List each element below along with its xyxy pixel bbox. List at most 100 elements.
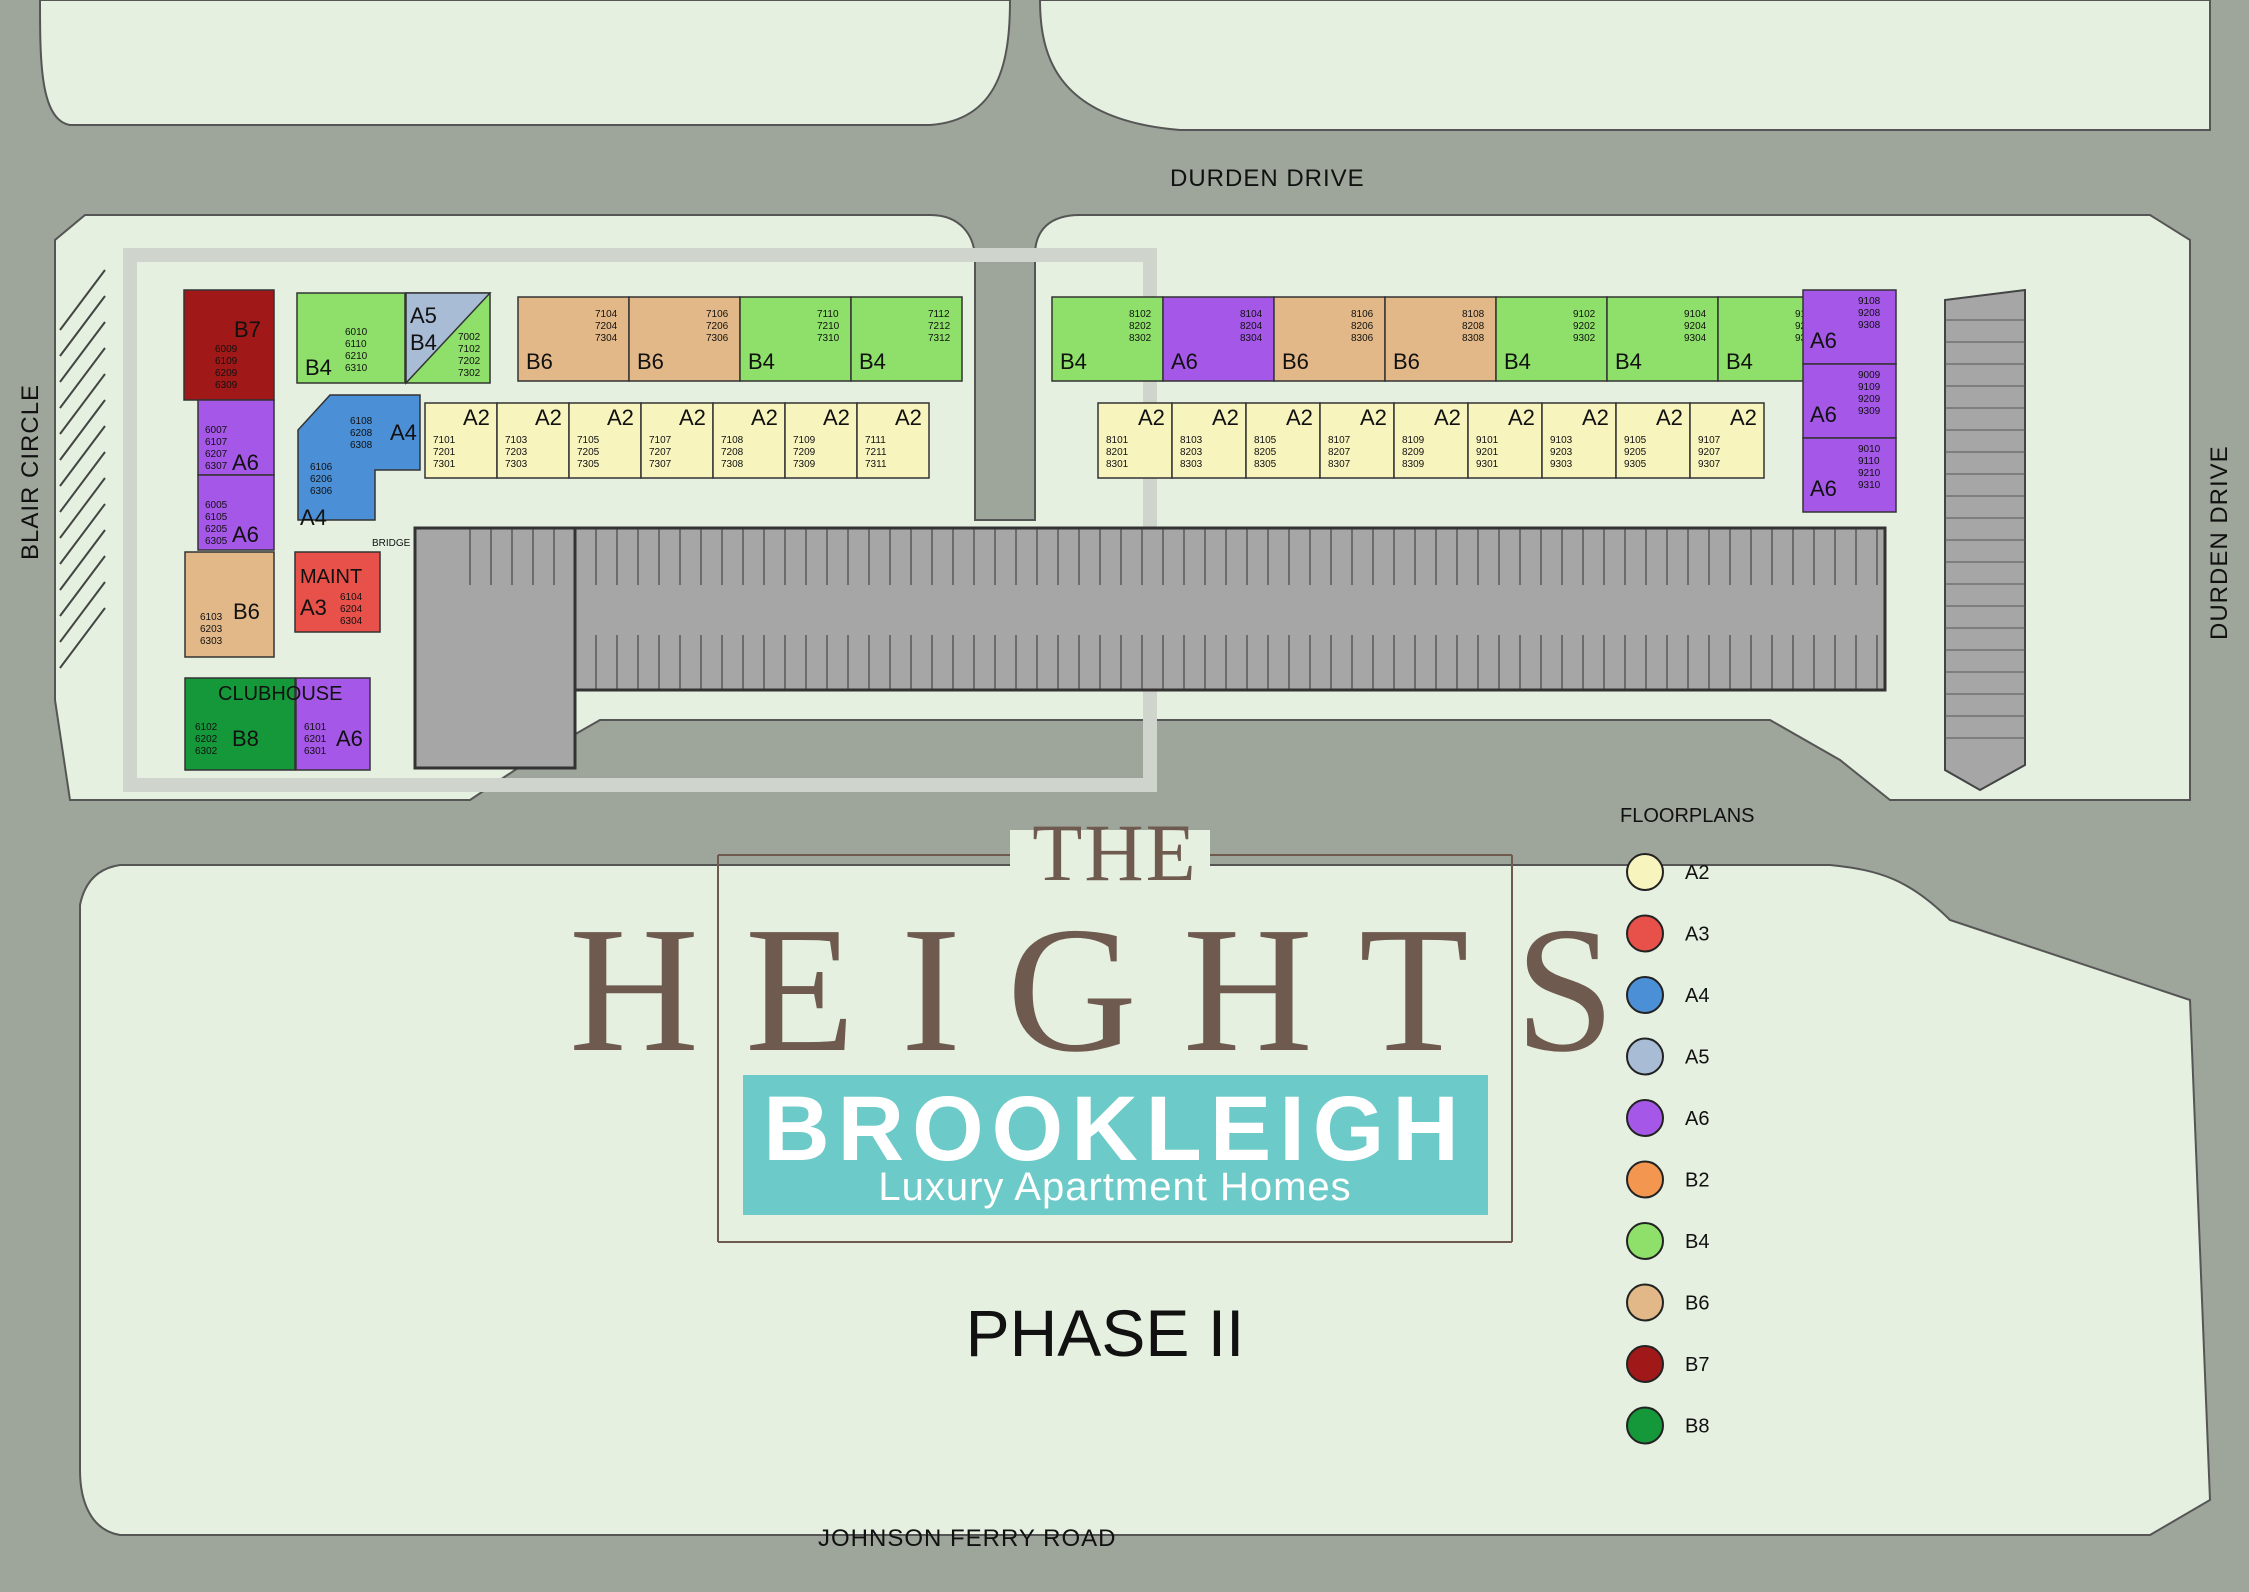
a2l-unit-7103: 7103 bbox=[505, 435, 528, 446]
parking-stall-line bbox=[59, 373, 106, 435]
building-b6-6103[interactable] bbox=[184, 551, 275, 658]
a6-1-unit-2: 6107 bbox=[205, 437, 228, 448]
legend-swatch-b8 bbox=[1626, 1406, 1664, 1445]
a2r-unit-8305: 8305 bbox=[1254, 459, 1277, 470]
a2l-unit-7301: 7301 bbox=[433, 459, 456, 470]
legend-title: FLOORPLANS bbox=[1620, 805, 1754, 827]
tr-unit-8108: 8108 bbox=[1462, 309, 1485, 320]
a4-low-unit-3: 6306 bbox=[310, 486, 333, 497]
tr-unit-8208: 8208 bbox=[1462, 321, 1485, 332]
a6-club-unit-2: 6201 bbox=[304, 734, 327, 745]
parking-stall-line bbox=[59, 477, 106, 539]
tr-unit-8206: 8206 bbox=[1351, 321, 1374, 332]
building-a6-6005[interactable] bbox=[197, 474, 275, 551]
a2r-building-9107[interactable] bbox=[1689, 402, 1765, 479]
a2r-plan-9103: A2 bbox=[1582, 405, 1609, 430]
a2r-unit-9105: 9105 bbox=[1624, 435, 1647, 446]
tr-unit-8204: 8204 bbox=[1240, 321, 1263, 332]
building-a5-triangle bbox=[405, 292, 492, 385]
a2r-plan-9107: A2 bbox=[1730, 405, 1757, 430]
parking-stall-line bbox=[59, 503, 106, 565]
a2l-unit-7208: 7208 bbox=[721, 447, 744, 458]
tl-building-7104[interactable] bbox=[517, 296, 630, 382]
a2l-unit-7307: 7307 bbox=[649, 459, 672, 470]
tl-unit-7204: 7204 bbox=[595, 321, 618, 332]
a2l-unit-7101: 7101 bbox=[433, 435, 456, 446]
building-a4-6108[interactable] bbox=[297, 394, 421, 521]
a6-1-unit-1: 6007 bbox=[205, 425, 228, 436]
parking-stall-line bbox=[59, 399, 106, 461]
a4-top-unit-3: 6308 bbox=[350, 440, 373, 451]
road-durden-top: DURDEN DRIVE bbox=[1170, 165, 1365, 192]
a2l-unit-7309: 7309 bbox=[793, 459, 816, 470]
a2r-building-8109[interactable] bbox=[1393, 402, 1469, 479]
legend-swatch-b6 bbox=[1626, 1283, 1664, 1322]
legend-label-a6: A6 bbox=[1685, 1108, 1709, 1130]
title-heights: HEIGHTS bbox=[569, 890, 1661, 1089]
a4-top-unit-1: 6108 bbox=[350, 416, 373, 427]
a2l-building-7108[interactable] bbox=[712, 402, 786, 479]
tr-building-9102[interactable] bbox=[1495, 296, 1608, 382]
rc-unit-9308: 9308 bbox=[1858, 320, 1881, 331]
a2l-unit-7211: 7211 bbox=[865, 447, 887, 458]
tl-unit-7112: 7112 bbox=[928, 309, 950, 320]
a2r-building-9103[interactable] bbox=[1541, 402, 1617, 479]
a2r-building-8107[interactable] bbox=[1319, 402, 1395, 479]
a2l-building-7109[interactable] bbox=[784, 402, 858, 479]
a2r-unit-8205: 8205 bbox=[1254, 447, 1277, 458]
brand-name: BROOKLEIGH bbox=[763, 1078, 1467, 1180]
tl-plan-7112: B4 bbox=[859, 349, 886, 374]
a6-club-plan: A6 bbox=[336, 726, 363, 751]
tl-building-7106[interactable] bbox=[628, 296, 741, 382]
building-a6-6101[interactable] bbox=[295, 677, 371, 771]
parking-stall-line bbox=[59, 555, 106, 617]
rc-building-9108[interactable] bbox=[1802, 289, 1897, 365]
tr-building-8102[interactable] bbox=[1051, 296, 1164, 382]
building-a3[interactable] bbox=[294, 551, 381, 633]
building-a6-6007[interactable] bbox=[197, 399, 275, 476]
tr-building-8104[interactable] bbox=[1162, 296, 1275, 382]
tl-plan-7106: B6 bbox=[637, 349, 664, 374]
a6-2-unit-1: 6005 bbox=[205, 500, 228, 511]
legend-label-a2: A2 bbox=[1685, 862, 1709, 884]
tr-plan-9102: B4 bbox=[1504, 349, 1531, 374]
b4-first-unit-2: 6110 bbox=[345, 339, 367, 350]
tr-building-9104[interactable] bbox=[1606, 296, 1719, 382]
a2l-plan-7105: A2 bbox=[607, 405, 634, 430]
tl-unit-7304: 7304 bbox=[595, 333, 618, 344]
tr-building-8106[interactable] bbox=[1273, 296, 1386, 382]
rc-unit-9309: 9309 bbox=[1858, 406, 1881, 417]
a2r-unit-9101: 9101 bbox=[1476, 435, 1499, 446]
b7-unit-4: 6309 bbox=[215, 380, 238, 391]
legend-swatch-b2 bbox=[1626, 1160, 1664, 1199]
a2r-building-8103[interactable] bbox=[1171, 402, 1247, 479]
legend-swatch-a2 bbox=[1626, 853, 1664, 891]
building-b4-6010[interactable] bbox=[296, 292, 406, 384]
a2l-plan-7111: A2 bbox=[895, 405, 922, 430]
building-b7[interactable] bbox=[183, 289, 275, 401]
a4-low-unit-2: 6206 bbox=[310, 474, 333, 485]
a2l-building-7103[interactable] bbox=[496, 402, 570, 479]
a2l-unit-7308: 7308 bbox=[721, 459, 744, 470]
legend-label-a3: A3 bbox=[1685, 924, 1709, 946]
rc-building-9010[interactable] bbox=[1802, 437, 1897, 513]
a2r-building-9101[interactable] bbox=[1467, 402, 1543, 479]
a2l-building-7111[interactable] bbox=[856, 402, 930, 479]
building-b8-clubhouse[interactable] bbox=[184, 677, 296, 771]
tl-building-7112[interactable] bbox=[850, 296, 963, 382]
rc-unit-9009: 9009 bbox=[1858, 370, 1881, 381]
a2l-building-7101[interactable] bbox=[424, 402, 498, 479]
a2r-building-9105[interactable] bbox=[1615, 402, 1691, 479]
a2r-unit-8207: 8207 bbox=[1328, 447, 1351, 458]
a5b4-plan-b: B4 bbox=[410, 330, 437, 355]
a2r-unit-8101: 8101 bbox=[1106, 435, 1129, 446]
clubhouse-label: CLUBHOUSE bbox=[218, 683, 342, 705]
a2l-building-7107[interactable] bbox=[640, 402, 714, 479]
a2l-unit-7107: 7107 bbox=[649, 435, 672, 446]
phase-label: PHASE II bbox=[966, 1296, 1245, 1370]
a2l-plan-7101: A2 bbox=[463, 405, 490, 430]
tr-building-8108[interactable] bbox=[1384, 296, 1497, 382]
a2r-building-8101[interactable] bbox=[1097, 402, 1173, 479]
b7-unit-2: 6109 bbox=[215, 356, 238, 367]
